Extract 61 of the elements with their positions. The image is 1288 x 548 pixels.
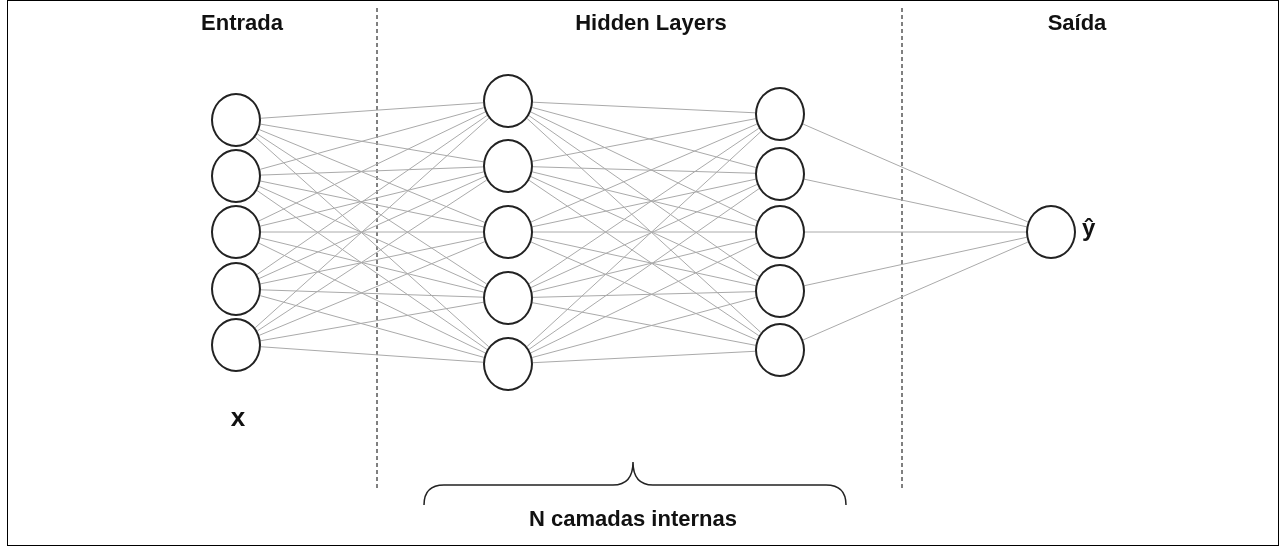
neuron-circle bbox=[755, 147, 805, 201]
connection-line bbox=[260, 236, 484, 285]
connection-line bbox=[258, 175, 486, 280]
layer-title: Saída bbox=[1047, 10, 1107, 36]
output-label: ŷ bbox=[1082, 216, 1096, 240]
connection-line bbox=[531, 297, 757, 358]
connection-line bbox=[256, 133, 488, 285]
neuron-circle bbox=[211, 262, 261, 316]
connection-line bbox=[532, 101, 756, 114]
connection-line bbox=[804, 236, 1027, 287]
connection-line bbox=[802, 123, 1029, 223]
neuron-circle bbox=[483, 337, 533, 391]
neuron-circle bbox=[483, 74, 533, 128]
neuron-circle bbox=[755, 205, 805, 259]
layer-title: Hidden Layers bbox=[575, 10, 727, 36]
connection-line bbox=[258, 129, 486, 223]
neuron-circle bbox=[755, 323, 805, 377]
connection-line bbox=[254, 136, 490, 348]
connection-line bbox=[260, 123, 484, 163]
bracket-caption: N camadas internas bbox=[529, 506, 737, 532]
connection-line bbox=[258, 241, 486, 336]
connection-line bbox=[532, 302, 756, 346]
neuron-circle bbox=[755, 264, 805, 318]
neuron-circle bbox=[211, 318, 261, 372]
neuron-circle bbox=[483, 139, 533, 193]
connection-line bbox=[258, 185, 486, 289]
connection-line bbox=[804, 231, 1027, 233]
connection-line bbox=[804, 178, 1027, 228]
connection-line bbox=[260, 180, 484, 228]
connection-line bbox=[256, 179, 488, 332]
connection-line bbox=[258, 111, 486, 222]
connection-line bbox=[532, 350, 756, 364]
connection-line bbox=[260, 301, 484, 342]
neuron-circle bbox=[211, 205, 261, 259]
connection-line bbox=[256, 190, 488, 350]
connection-line bbox=[259, 107, 485, 170]
connection-line bbox=[532, 118, 756, 162]
neuron-circle bbox=[1026, 205, 1076, 259]
neuron-circle bbox=[211, 93, 261, 147]
connection-line bbox=[259, 295, 485, 358]
connection-line bbox=[254, 117, 490, 329]
layer-title: Entrada bbox=[201, 10, 283, 36]
neuron-circle bbox=[755, 87, 805, 141]
connection-line bbox=[260, 289, 484, 298]
connection-line bbox=[259, 171, 485, 227]
neuron-circle bbox=[483, 271, 533, 325]
neuron-circle bbox=[211, 149, 261, 203]
connection-line bbox=[259, 237, 485, 293]
neuron-circle bbox=[483, 205, 533, 259]
connection-line bbox=[258, 242, 486, 354]
connection-line bbox=[256, 115, 488, 275]
connection-line bbox=[532, 231, 756, 233]
connection-line bbox=[532, 291, 756, 298]
connection-line bbox=[260, 166, 484, 176]
connection-line bbox=[260, 102, 484, 119]
connection-line bbox=[260, 231, 484, 233]
connection-line bbox=[260, 346, 484, 363]
connection-line bbox=[531, 107, 757, 168]
connection-line bbox=[802, 241, 1029, 341]
input-label: x bbox=[230, 402, 246, 433]
connection-line bbox=[532, 166, 756, 174]
